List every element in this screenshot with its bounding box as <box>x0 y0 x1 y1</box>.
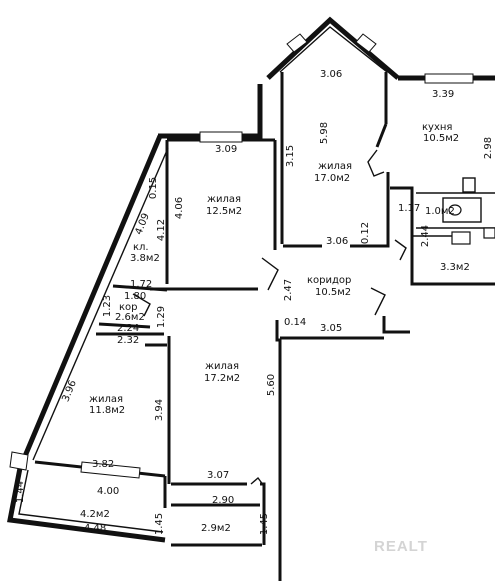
dim-bay-wall: 0.12 <box>360 222 371 244</box>
dim-storage-right: 1.45 <box>259 513 270 535</box>
dim-wall-014: 0.14 <box>284 317 306 328</box>
dim-room12-left2: 4.12 <box>156 219 167 241</box>
dim-hall-129: 1.29 <box>156 306 167 328</box>
dim-storage-left: 1.45 <box>154 513 165 535</box>
area-bath: 3.3м2 <box>440 262 470 273</box>
sink-icon <box>451 231 471 245</box>
door-swing-kitchen <box>367 149 385 177</box>
dim-bay-length: 5.98 <box>319 122 330 144</box>
dim-storage-top: 2.90 <box>212 495 234 506</box>
watermark: REALT <box>374 538 428 555</box>
window-bay-right <box>355 33 377 53</box>
door-swing-bottom <box>250 476 265 487</box>
area-balcony: 4.2м2 <box>80 509 110 520</box>
dim-hall-123: 1.23 <box>102 295 113 317</box>
door-swing-corridor-right <box>370 287 386 316</box>
dim-hall-172: 1.72 <box>130 279 152 290</box>
room-corridor-area: 10.5м2 <box>315 287 351 298</box>
dim-balcony-top: 4.00 <box>97 486 119 497</box>
room-living-12-area: 12.5м2 <box>206 206 242 217</box>
dim-room12-top: 3.09 <box>215 144 237 155</box>
dim-room11-bottom: 3.82 <box>92 459 114 470</box>
dim-kitchen-top: 3.39 <box>432 89 454 100</box>
dim-wall-015: 0.15 <box>148 177 159 199</box>
shower-icon <box>483 227 495 239</box>
window-bay-left <box>286 33 308 53</box>
room-kitchen-name: кухня <box>422 122 452 133</box>
room-hall-name: кор <box>119 302 138 313</box>
dim-hall-224: 2.24 <box>117 323 139 334</box>
room-living-11-area: 11.8м2 <box>89 405 125 416</box>
dim-kitchen-side: 2.98 <box>483 137 494 159</box>
dim-room172-bottom: 3.07 <box>207 470 229 481</box>
dim-bay-side: 3.15 <box>285 145 296 167</box>
room-closet-name: кл. <box>133 242 149 253</box>
dim-bay-bottom: 3.06 <box>326 236 348 247</box>
window-top-left <box>199 131 243 143</box>
door-swing-hall <box>132 293 151 317</box>
dim-corridor-door: 2.47 <box>283 279 294 301</box>
room-living-17-area: 17.0м2 <box>314 173 350 184</box>
room-living-17-2-area: 17.2м2 <box>204 373 240 384</box>
door-swing-bath <box>394 239 407 261</box>
room-hall-area: 2.6м2 <box>115 312 145 323</box>
dim-balcony-bottom: 4.48 <box>84 523 106 534</box>
room-corridor-name: коридор <box>307 275 351 286</box>
walls <box>7 16 495 581</box>
dim-hall-180: 1.80 <box>124 291 146 302</box>
dim-bay-top: 3.06 <box>320 69 342 80</box>
room-living-11-name: жилая <box>89 394 123 405</box>
dim-room12-left: 4.06 <box>174 197 185 219</box>
dim-hall-232: 2.32 <box>117 335 139 346</box>
dimensions: 3.06 5.98 3.15 3.06 0.12 3.39 2.98 1.17 … <box>15 69 494 535</box>
dim-kitchen-wc: 1.17 <box>398 203 420 214</box>
room-labels: жилая 17.0м2 кухня 10.5м2 жилая 12.5м2 к… <box>80 122 470 534</box>
dim-room172-right: 5.60 <box>266 374 277 396</box>
room-living-17-2-name: жилая <box>205 361 239 372</box>
window-balcony-side <box>9 451 29 471</box>
door-swing-corridor-left <box>261 257 279 291</box>
dim-bath-side: 2.44 <box>420 225 431 247</box>
area-wc: 1.0м2 <box>425 206 455 217</box>
dim-diag-top: 4.09 <box>133 212 152 237</box>
room-closet-area: 3.8м2 <box>130 253 160 264</box>
area-storage: 2.9м2 <box>201 523 231 534</box>
window-kitchen <box>424 73 474 84</box>
dim-diag-bottom: 3.96 <box>60 379 79 404</box>
room-living-12-name: жилая <box>207 194 241 205</box>
fixtures <box>442 177 495 245</box>
dim-balcony-side: 1.44 <box>15 481 26 503</box>
doors <box>132 149 407 487</box>
room-kitchen-area: 10.5м2 <box>423 133 459 144</box>
stove-icon <box>462 177 476 193</box>
window-bottom-room <box>80 461 141 479</box>
room-living-17-name: жилая <box>318 161 352 172</box>
toilet-icon <box>448 204 462 216</box>
dim-corridor-bottom: 3.05 <box>320 323 342 334</box>
windows <box>9 33 474 479</box>
dim-room172-left: 3.94 <box>154 399 165 421</box>
